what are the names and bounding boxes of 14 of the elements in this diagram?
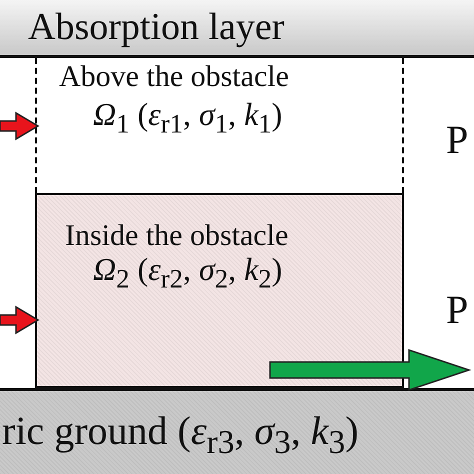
block-arrow bbox=[269, 348, 472, 392]
region-label: Absorption layer bbox=[28, 8, 284, 46]
block-arrow bbox=[0, 112, 40, 140]
block-arrow bbox=[0, 306, 40, 334]
material-parameters: Ω$_{2}$ (ε$_{r2}$, σ$_{2}$, k$_{2}$) bbox=[93, 253, 282, 292]
region-label: ric ground (ε$_{r3}$, σ$_{3}$, k$_{3}$) bbox=[2, 411, 359, 460]
obstacle-box bbox=[35, 193, 404, 388]
ground-band bbox=[0, 388, 474, 474]
region-label: Above the obstacle bbox=[59, 62, 289, 92]
cropped-label: P bbox=[446, 120, 468, 160]
cropped-label: P bbox=[446, 290, 468, 330]
material-parameters: Ω$_{1}$ (ε$_{r1}$, σ$_{1}$, k$_{1}$) bbox=[93, 98, 282, 138]
absorption-layer-band bbox=[0, 0, 474, 58]
region-label: Inside the obstacle bbox=[65, 221, 288, 251]
